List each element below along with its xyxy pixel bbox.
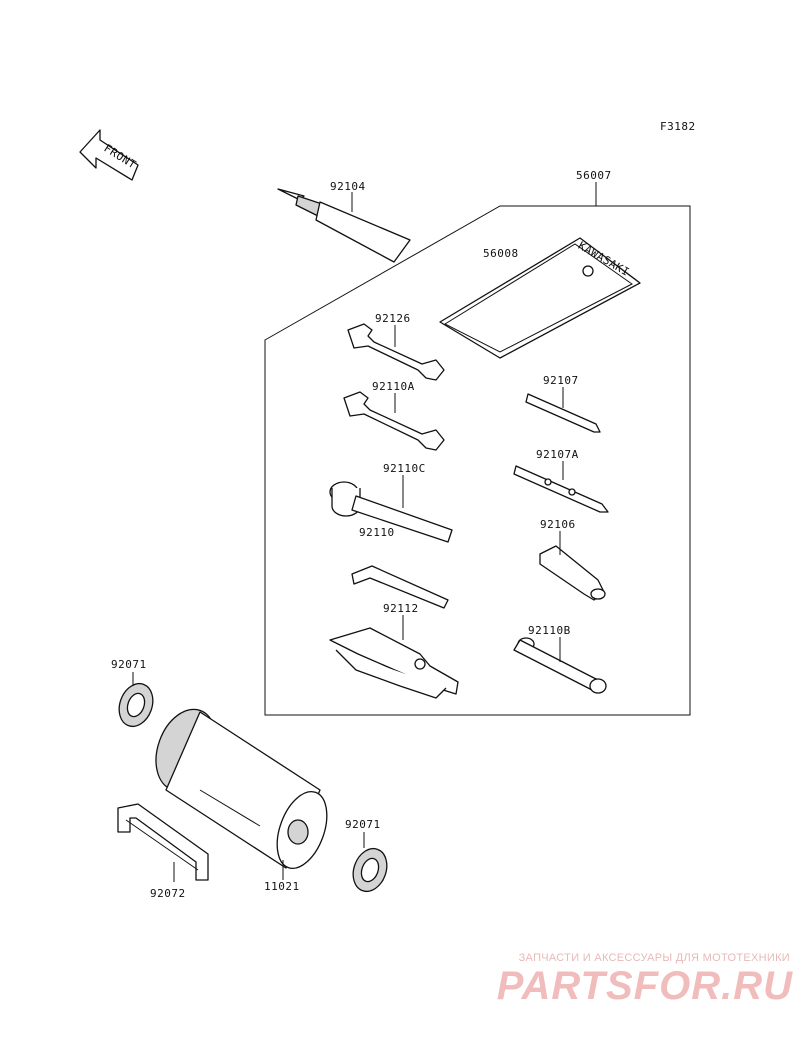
label-92071-top: 92071 bbox=[111, 658, 147, 671]
screwdriver-92107a bbox=[513, 465, 609, 513]
washer-top bbox=[118, 672, 154, 728]
spark-plug-wrench bbox=[329, 481, 453, 543]
label-92110B: 92110B bbox=[528, 624, 571, 637]
label-92107A: 92107A bbox=[536, 448, 579, 461]
grease-tube bbox=[277, 188, 411, 263]
label-92112: 92112 bbox=[383, 602, 419, 615]
screwdriver-bit-92107 bbox=[525, 393, 601, 433]
owners-manual: KAWASAKI bbox=[439, 237, 641, 359]
label-92107: 92107 bbox=[543, 374, 579, 387]
label-92126: 92126 bbox=[375, 312, 411, 325]
screwdriver-handle bbox=[539, 545, 606, 601]
tool-kit-outline bbox=[264, 205, 691, 716]
front-arrow-icon: FRONT bbox=[79, 129, 139, 181]
box-spanner bbox=[513, 637, 607, 694]
pliers bbox=[329, 627, 459, 699]
wrench-92110a bbox=[343, 391, 445, 451]
label-92110A: 92110A bbox=[372, 380, 415, 393]
figure-code: F3182 bbox=[660, 120, 696, 133]
label-56007: 56007 bbox=[576, 169, 612, 182]
label-92104: 92104 bbox=[330, 180, 366, 193]
hex-key bbox=[351, 565, 449, 609]
label-92072: 92072 bbox=[150, 887, 186, 900]
label-11021: 11021 bbox=[264, 880, 300, 893]
wrench-92126 bbox=[347, 323, 445, 381]
label-92071-bottom: 92071 bbox=[345, 818, 381, 831]
watermark-logo: PARTSFOR.RU bbox=[496, 964, 793, 1008]
tool-case bbox=[155, 708, 328, 869]
holder-band bbox=[117, 803, 209, 881]
watermark-tagline: ЗАПЧАСТИ И АКСЕССУАРЫ ДЛЯ МОТОТЕХНИКИ bbox=[518, 952, 790, 964]
washer-bottom bbox=[352, 832, 388, 893]
label-92106: 92106 bbox=[540, 518, 576, 531]
label-92110: 92110 bbox=[359, 526, 395, 539]
label-92110C: 92110C bbox=[383, 462, 426, 475]
label-56008: 56008 bbox=[483, 247, 519, 260]
